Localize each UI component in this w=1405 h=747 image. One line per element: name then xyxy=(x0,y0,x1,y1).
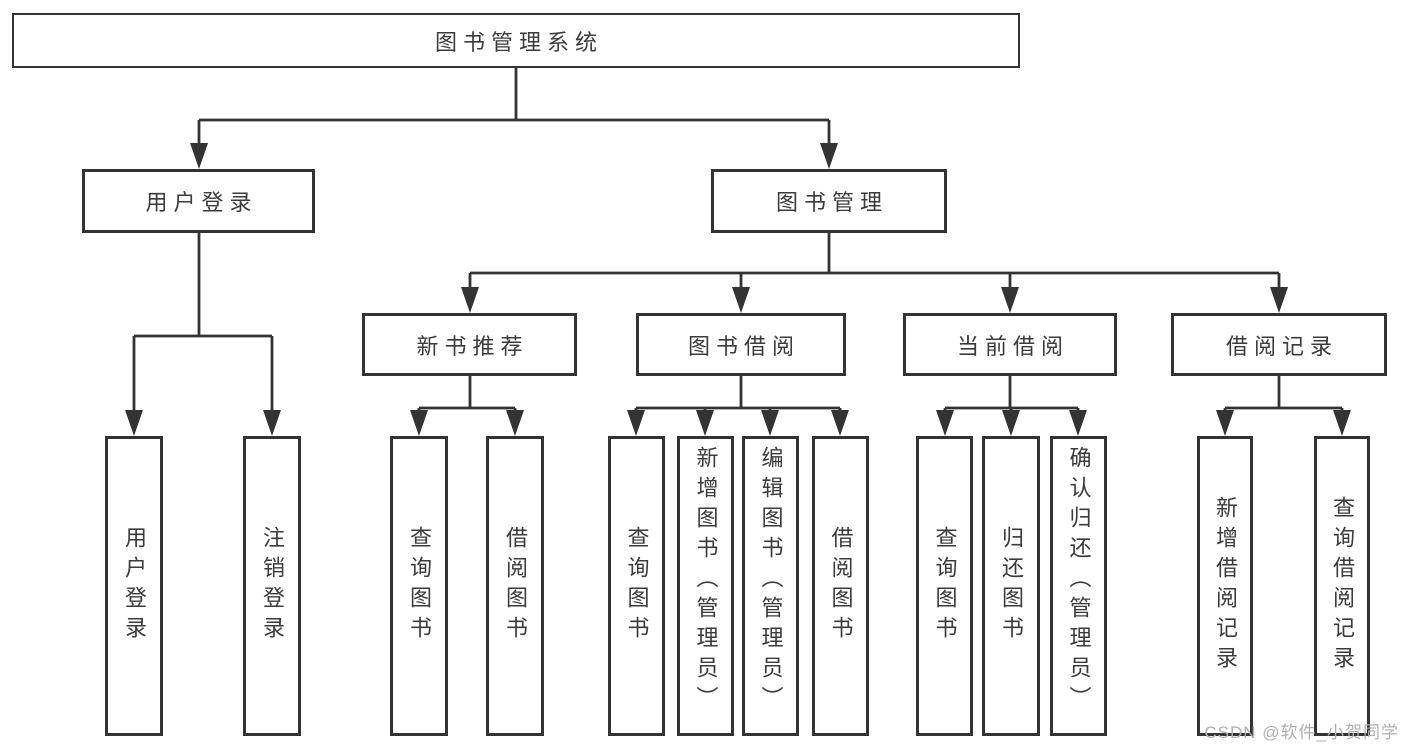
leaf-logout: 注销登录 xyxy=(243,436,301,736)
node-label: 用户登录 xyxy=(122,526,147,646)
leaf-return-books: 归还图书 xyxy=(982,436,1040,736)
leaf-borrow-books-borrowing: 借阅图书 xyxy=(812,436,869,736)
node-current-borrowing: 当前借阅 xyxy=(903,313,1117,376)
leaf-add-borrow-record: 新增借阅记录 xyxy=(1197,436,1253,736)
node-label: 当前借阅 xyxy=(956,333,1069,359)
node-label: 归还图书 xyxy=(999,526,1024,646)
node-label: 借阅图书 xyxy=(828,526,854,646)
node-label: 新增图书（管理员） xyxy=(693,446,719,716)
node-new-book-recommendation: 新书推荐 xyxy=(362,313,577,376)
node-borrowing-records: 借阅记录 xyxy=(1171,313,1387,376)
leaf-query-books-recommend: 查询图书 xyxy=(390,436,448,736)
node-label: 查询图书 xyxy=(407,526,432,646)
leaf-query-books-borrowing: 查询图书 xyxy=(608,436,665,736)
node-label: 编辑图书（管理员） xyxy=(758,446,784,716)
node-label: 新书推荐 xyxy=(416,333,529,359)
leaf-query-books-current: 查询图书 xyxy=(916,436,973,736)
connector-book-management-children xyxy=(468,233,1281,291)
connector-user-login-children xyxy=(132,233,274,414)
node-label: 借阅图书 xyxy=(503,526,528,646)
node-label: 图书管理 xyxy=(775,190,888,215)
leaf-borrow-books-recommend: 借阅图书 xyxy=(486,436,544,736)
node-book-borrowing: 图书借阅 xyxy=(636,313,846,376)
node-label: 查询图书 xyxy=(624,526,650,646)
connector-borrow-records-children xyxy=(1223,376,1344,414)
node-label: 确认归还（管理员） xyxy=(1066,446,1092,716)
node-book-management: 图书管理 xyxy=(711,169,947,233)
node-library-management-system: 图书管理系统 xyxy=(12,13,1020,68)
leaf-confirm-return-admin: 确认归还（管理员） xyxy=(1050,436,1107,736)
csdn-watermark: CSDN @软件_小贺同学 xyxy=(1204,723,1399,742)
connector-new-book-children xyxy=(417,376,517,414)
connector-book-borrowing-children xyxy=(634,376,842,414)
leaf-query-borrow-record: 查询借阅记录 xyxy=(1314,436,1370,736)
connector-root-to-level2 xyxy=(197,68,831,147)
node-label: 查询图书 xyxy=(932,526,958,646)
node-label: 注销登录 xyxy=(260,526,285,646)
node-label: 借阅记录 xyxy=(1225,333,1338,359)
node-user-login: 用户登录 xyxy=(82,169,315,233)
node-label: 图书借阅 xyxy=(687,333,800,359)
node-label: 新增借阅记录 xyxy=(1213,496,1238,676)
node-label: 查询借阅记录 xyxy=(1330,496,1355,676)
node-label: 用户登录 xyxy=(145,190,258,215)
node-label: 图书管理系统 xyxy=(434,29,603,55)
leaf-edit-book-admin: 编辑图书（管理员） xyxy=(742,436,799,736)
leaf-user-login: 用户登录 xyxy=(105,436,163,736)
connector-current-borrowing-children xyxy=(943,376,1080,414)
leaf-add-book-admin: 新增图书（管理员） xyxy=(677,436,734,736)
